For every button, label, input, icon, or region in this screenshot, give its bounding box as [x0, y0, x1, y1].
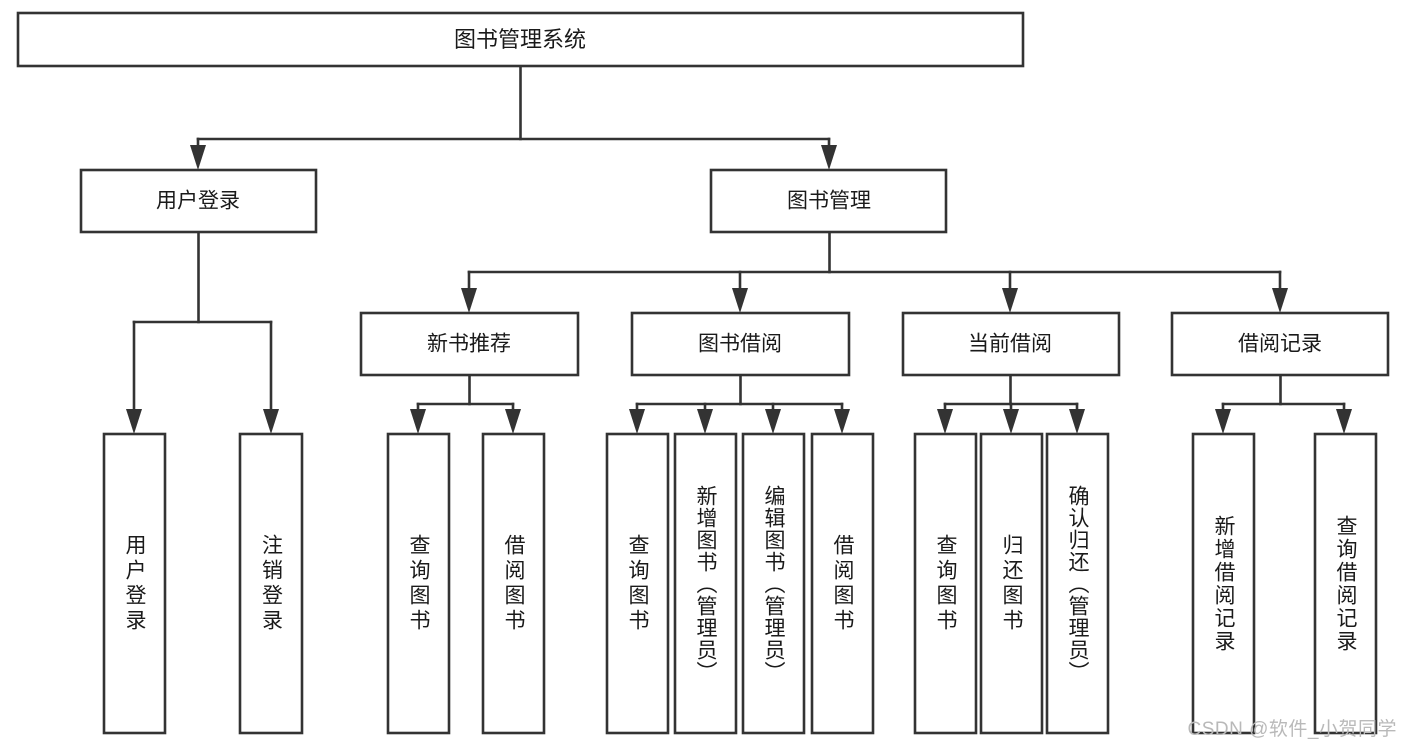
arrowhead-leaf-query-book-3 [937, 409, 953, 434]
node-label-root: 图书管理系统 [454, 27, 586, 52]
node-box-leaf-borrow-book-2[interactable] [810, 432, 875, 735]
arrowhead-leaf-user-login [126, 409, 142, 434]
arrowhead-new-book-recommend [461, 288, 477, 313]
connectors-layer [126, 64, 1352, 434]
node-box-leaf-add-record[interactable] [1191, 432, 1256, 735]
node-label-current-borrow: 当前借阅 [968, 333, 1052, 356]
arrowhead-borrow-record [1272, 288, 1288, 313]
node-label-user-login: 用户登录 [156, 190, 240, 213]
node-box-new-book-recommend[interactable] [359, 311, 580, 377]
arrowhead-book-borrow [732, 288, 748, 313]
node-label-borrow-record: 借阅记录 [1238, 333, 1322, 356]
node-box-leaf-return-book[interactable] [979, 432, 1044, 735]
node-label-book-management: 图书管理 [787, 190, 871, 213]
node-box-borrow-record[interactable] [1170, 311, 1390, 377]
node-box-leaf-add-book[interactable] [673, 432, 738, 735]
csdn-watermark: CSDN @软件_小贺同学 [1187, 719, 1397, 740]
node-box-leaf-borrow-book-1[interactable] [481, 432, 546, 735]
node-box-leaf-user-login[interactable] [102, 432, 167, 735]
arrowhead-leaf-return-book [1003, 409, 1019, 434]
arrowhead-leaf-query-book-1 [410, 409, 426, 434]
arrowhead-leaf-add-record [1215, 409, 1231, 434]
node-box-leaf-query-book-2[interactable] [605, 432, 670, 735]
arrowhead-leaf-confirm-return [1069, 409, 1085, 434]
arrowhead-leaf-edit-book [765, 409, 781, 434]
arrowhead-leaf-borrow-book-2 [834, 409, 850, 434]
node-label-new-book-recommend: 新书推荐 [427, 333, 511, 356]
arrowhead-leaf-add-book [697, 409, 713, 434]
node-box-book-borrow[interactable] [630, 311, 851, 377]
arrowhead-current-borrow [1002, 288, 1018, 313]
arrowhead-book-management [821, 145, 837, 170]
nodes-layer: 图书管理系统 用户登录 图书管理 新书推荐 图书借阅 当前借阅 借阅记录 [16, 11, 1390, 735]
arrowhead-user-login [190, 145, 206, 170]
node-box-leaf-logout-login[interactable] [238, 432, 304, 735]
node-box-leaf-confirm-return[interactable] [1045, 432, 1110, 735]
arrowhead-leaf-query-record [1336, 409, 1352, 434]
node-box-book-management[interactable] [709, 168, 948, 234]
node-box-root[interactable] [16, 11, 1025, 68]
node-box-leaf-query-record[interactable] [1313, 432, 1378, 735]
arrowhead-leaf-logout-login [263, 409, 279, 434]
node-box-current-borrow[interactable] [901, 311, 1121, 377]
node-box-leaf-query-book-3[interactable] [913, 432, 978, 735]
node-box-leaf-edit-book[interactable] [741, 432, 806, 735]
node-label-book-borrow: 图书借阅 [698, 333, 782, 356]
arrowhead-leaf-query-book-2 [629, 409, 645, 434]
node-box-user-login[interactable] [79, 168, 318, 234]
arrowhead-leaf-borrow-book-1 [505, 409, 521, 434]
node-box-leaf-query-book-1[interactable] [386, 432, 451, 735]
